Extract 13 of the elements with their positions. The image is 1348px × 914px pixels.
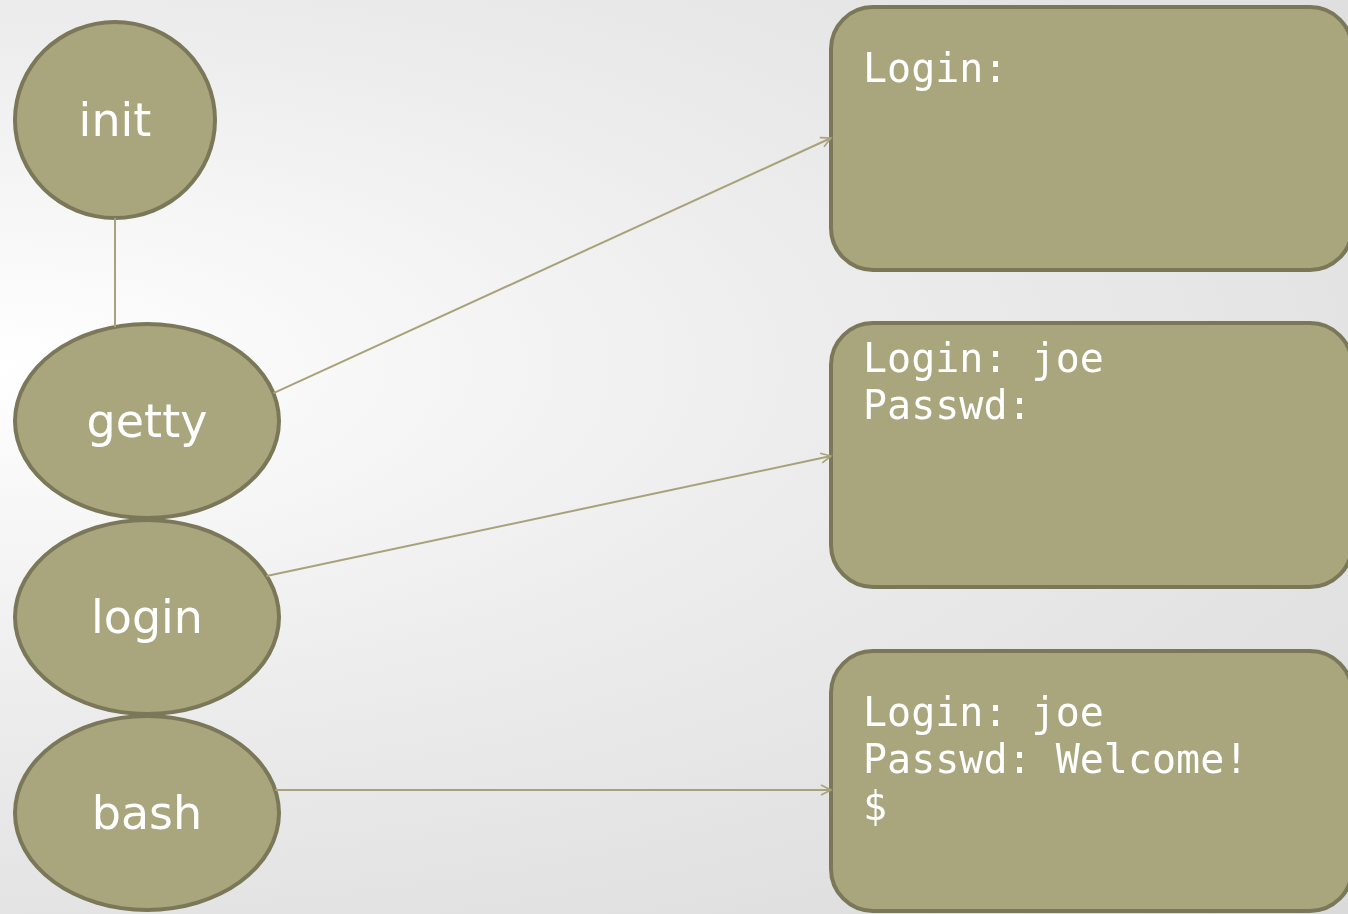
terminal-screen xyxy=(829,5,1348,272)
process-name: init xyxy=(78,93,152,147)
process-name: bash xyxy=(91,786,203,840)
terminal-line: Login: joe xyxy=(863,335,1105,383)
terminal-line: Passwd: xyxy=(863,382,1033,430)
process-name: getty xyxy=(86,394,208,448)
terminal-screen xyxy=(829,321,1348,589)
terminal-screen xyxy=(829,649,1348,913)
terminal-line: Login: joe xyxy=(863,689,1105,737)
terminal-line: $ xyxy=(863,783,889,831)
process-name: login xyxy=(90,590,204,644)
terminal-line: Passwd: Welcome! xyxy=(863,736,1250,784)
terminal-line: Login: xyxy=(863,45,1009,93)
